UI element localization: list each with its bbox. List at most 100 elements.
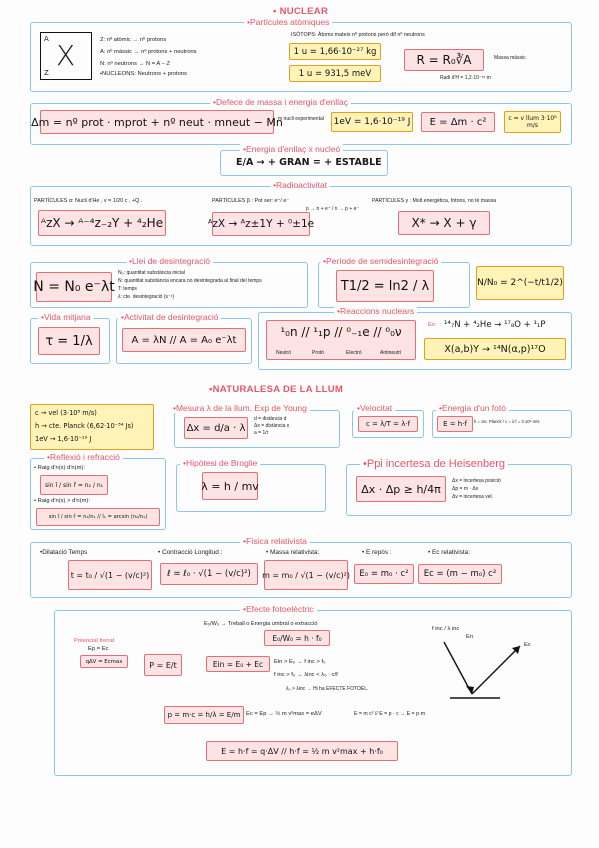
graph-ec-label: Ec bbox=[524, 642, 531, 648]
u-kg-formula: 1 u = 1,66·10⁻²⁷ kg bbox=[289, 43, 381, 60]
graph-en-label: En bbox=[466, 634, 474, 640]
beta-text: PARTÍCULES β : Pot ser: e⁺/ e⁻ bbox=[212, 198, 290, 204]
particles-formula: ¹₀n // ¹₁p // ⁰₋₁e // ⁰₀ν bbox=[266, 320, 416, 360]
half-life-text: T1/2 = ln2 / λ bbox=[340, 278, 430, 294]
beta-equation: ᴬzX → ᴬz±1Y + ⁰±1e bbox=[208, 212, 314, 236]
beta-notes: p → n + e⁺ / n → p + e⁻ bbox=[306, 206, 360, 212]
raig2-label: • Raig d'n(x) > d'n(m): bbox=[34, 498, 90, 504]
label-antineutri: Antineutrí bbox=[380, 350, 402, 356]
const-ev: 1eV → 1,6·10⁻¹⁹ J bbox=[35, 435, 92, 443]
mass-defect-formula: Δm = nº prot · mprot + nº neut · mneut −… bbox=[31, 110, 283, 134]
gamma-equation: X* → X + γ bbox=[398, 211, 490, 235]
atomic-title: •Partícules atòmiques bbox=[244, 17, 333, 27]
pot-frenat: Potencial frenat bbox=[74, 638, 115, 644]
alpha-text: PARTÍCULES α: Nucli d'He , v = 1/20 c , … bbox=[34, 198, 143, 204]
refl-title: •Reflexió i refracció bbox=[44, 452, 123, 462]
foton-notes: h = cte. Planck / c = λ·f = 3·10⁸ m/s bbox=[474, 419, 540, 424]
ein-formula: Ein = E₀ + Ec bbox=[206, 656, 270, 672]
final-formula: E = h·f = q·ΔV // h·f = ½ m v²max + h·f₀ bbox=[206, 741, 398, 761]
ep-ec: Ep = Ec bbox=[88, 646, 109, 652]
radius-r0: Radi d'H = 1,2·10⁻¹⁵ m bbox=[440, 75, 491, 81]
tau-formula: τ = 1/λ bbox=[38, 327, 100, 355]
incident-ray bbox=[443, 641, 473, 695]
radius-note: Massa màssic bbox=[494, 55, 526, 61]
cond-3: λ₀ > λinc → Hi ha EFECTE FOTOEL. bbox=[286, 686, 369, 692]
ec-label: • Ec relativista: bbox=[428, 549, 471, 556]
decay-lambda: λ: cte. desintegració (s⁻¹) bbox=[118, 294, 174, 300]
raig2-formula: sin î / sin r̂ = n₂/n₁ // î₁ = arcsin (n… bbox=[36, 508, 160, 526]
u-mev-formula: 1 u = 931,5 meV bbox=[289, 65, 381, 82]
momentum-formula: p = m·c = h/λ = E/m bbox=[164, 706, 244, 724]
foto-line1: E₀/W₀ → Treball o Energia umbral o extra… bbox=[204, 621, 318, 627]
line-n: N: nº neutrons → N = A − Z bbox=[100, 61, 171, 67]
vel-formula: c = λ/T = λ·f bbox=[358, 416, 418, 432]
llei-title: •Llei de desintegració bbox=[126, 256, 213, 266]
broglie-title: •Hipòtesi de Broglie bbox=[180, 458, 261, 468]
e-mc: E = m c² // E = p · c → E = p·m bbox=[354, 711, 426, 717]
alpha-equation: ᴬzX → ᴬ⁻⁴z₋₂Y + ⁴₂He bbox=[38, 210, 166, 236]
example-equation: ¹⁴₇N + ⁴₂He → ¹⁷₈O + ¹₁P bbox=[444, 320, 546, 330]
mass-formula: m = m₀ / √(1 − (v/c)²) bbox=[262, 560, 350, 590]
mass-defect-note: m nucli experimental bbox=[278, 116, 324, 122]
compact-notation: X(a,b)Y → ¹⁴N(α,p)¹⁷O bbox=[424, 338, 566, 360]
nuclear-title: • NUCLEAR bbox=[270, 6, 332, 17]
atom-x: X bbox=[56, 39, 76, 72]
line-a: A: nº màssic → nº protons + neutrons bbox=[100, 49, 197, 55]
heis-note-2: Δp = m · Δv bbox=[452, 486, 479, 492]
label-proto: Protó bbox=[312, 350, 324, 356]
decay-n: N: quantitat substància encara no desint… bbox=[118, 278, 262, 284]
power-formula: P = E/t bbox=[144, 654, 182, 676]
enllac-formula: E/A → + GRAN = + ESTABLE bbox=[236, 157, 382, 168]
isotops-text: ISÒTOPS: Àtoms mateix nº protons però di… bbox=[291, 32, 425, 38]
heis-note-1: Δx = incertesa posició bbox=[452, 478, 501, 484]
young-a: a = 1/r bbox=[254, 430, 269, 436]
c-value: c = v llum 3·10⁸ m/s bbox=[504, 111, 561, 133]
photoelectric-diagram bbox=[443, 641, 521, 699]
incident-arrow-icon bbox=[466, 686, 474, 694]
young-formula: Δx = d/a · λ bbox=[184, 417, 248, 439]
emitted-ray bbox=[471, 645, 521, 695]
activity-formula: A = λN // A = A₀ e⁻λt bbox=[122, 328, 246, 352]
line-nucleons: •NUCLEONS: Neutrons + protons bbox=[100, 71, 187, 77]
foton-title: •Energia d'un fotó bbox=[436, 403, 509, 413]
light-constants: c → vel (3·10⁸ m/s) h → cte. Planck (6,6… bbox=[30, 404, 154, 450]
cond-2: f inc > f₀ → λinc < λ₀ · c/f bbox=[274, 672, 338, 678]
example-label: Ex: bbox=[428, 322, 437, 328]
cond-1: Ein > E₀ → f inc > f₀ bbox=[274, 659, 326, 665]
semi-title: •Període de semidesintegració bbox=[320, 256, 442, 266]
ec-formula: Ec = (m − m₀) c² bbox=[418, 564, 502, 584]
label-neutro: Neutró bbox=[276, 350, 292, 356]
atom-z: Z bbox=[44, 69, 49, 77]
radio-title: •Radioactivitat bbox=[270, 180, 331, 190]
ev-formula: 1eV = 1,6·10⁻¹⁹ J bbox=[331, 112, 413, 132]
young-title: •Mesura λ de la llum. Exp de Young bbox=[170, 403, 310, 413]
ratio-formula: N/N₀ = 2^(−t/t1/2) bbox=[476, 266, 564, 300]
con-label: • Contracció Longitud : bbox=[158, 549, 223, 556]
line-z: Z: nº atòmic → nº protons bbox=[100, 37, 167, 43]
decay-t: T: temps bbox=[118, 286, 137, 292]
vida-title: •Vida mitjana bbox=[38, 312, 94, 322]
gamma-text: PARTÍCULES γ : Molt energètica, fotons, … bbox=[372, 198, 497, 204]
dil-label: •Dilatació Temps bbox=[40, 549, 88, 556]
emc-formula: E = Δm · c² bbox=[421, 112, 495, 132]
e0-formula: E₀/W₀ = h · f₀ bbox=[264, 630, 330, 646]
decay-law-formula: N = N₀ e⁻λt bbox=[33, 272, 115, 302]
ec-ep: Ec = Ep → ½ m v²max = eΔV bbox=[246, 711, 322, 717]
raig1-formula: sin î / sin r̂ = n₂ / n₁ bbox=[40, 475, 108, 495]
foton-formula: E = h·f bbox=[437, 416, 473, 432]
activitat-title: •Activitat de desintegració bbox=[118, 312, 222, 322]
erep-formula: E₀ = m₀ · c² bbox=[354, 564, 414, 584]
young-d: d = distància d bbox=[254, 416, 287, 422]
young-x: Δx = distància x bbox=[254, 423, 290, 429]
heis-formula: Δx · Δp ≥ h/4π bbox=[356, 476, 446, 502]
heis-title: •Ppi incertesa de Heisenberg bbox=[360, 458, 509, 470]
label-electro: Electró bbox=[346, 350, 362, 356]
defecte-title: •Defece de massa i energia d'enllaç bbox=[210, 97, 352, 107]
dil-formula: t = t₀ / √(1 − (v/c)²) bbox=[68, 560, 152, 590]
half-life-formula: T1/2 = ln2 / λ bbox=[336, 270, 434, 302]
const-c: c → vel (3·10⁸ m/s) bbox=[35, 409, 97, 417]
broglie-formula: λ = h / mv bbox=[201, 472, 259, 500]
graph-y-label: f inc / λ inc bbox=[432, 626, 460, 632]
relativista-title: •Física relativista bbox=[240, 536, 310, 546]
enllac-title: •Energia d'enllaç x nucleó bbox=[240, 144, 344, 154]
